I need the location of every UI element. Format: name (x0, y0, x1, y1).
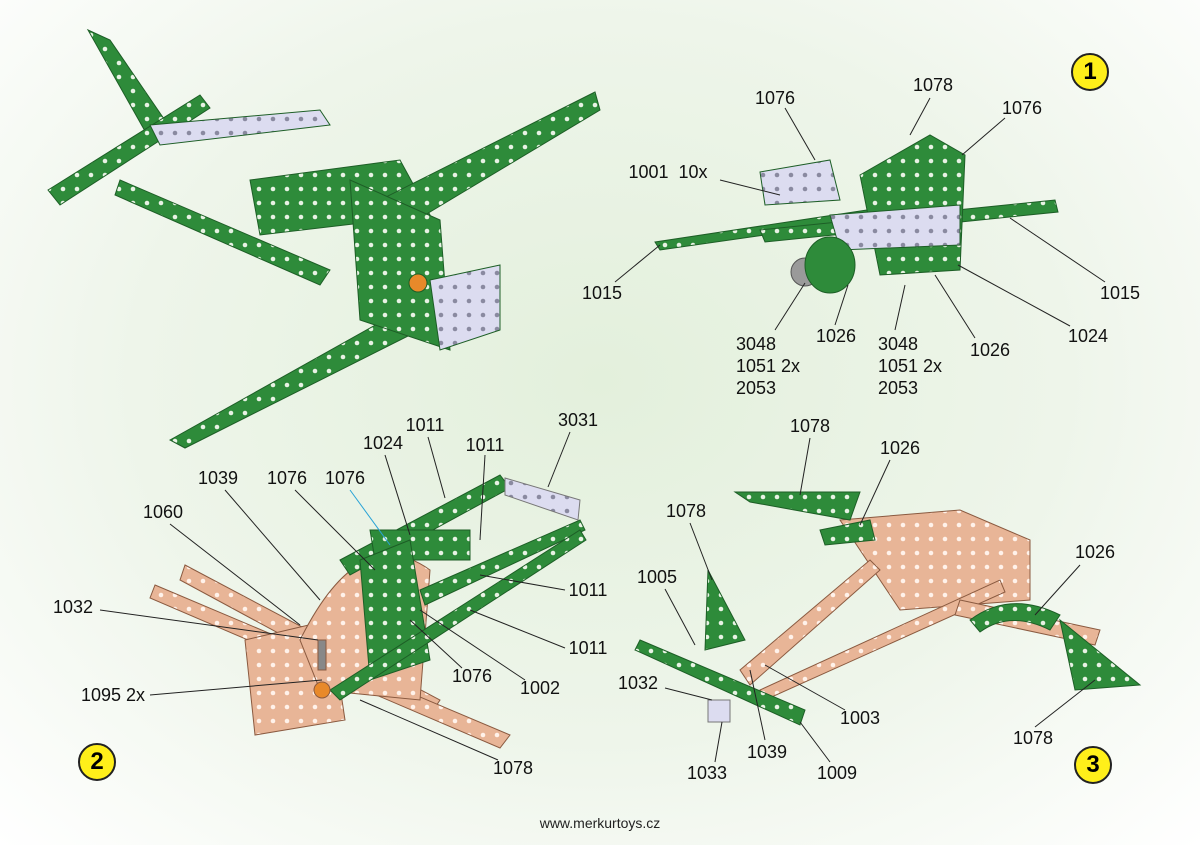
part-label: 1039 (746, 742, 788, 762)
part-label: 1009 (816, 763, 858, 783)
part-label: 3031 (557, 410, 599, 430)
part-label: 1011 (568, 580, 608, 600)
part-label: 1001 10x (628, 162, 708, 182)
part-label: 1076 (451, 666, 493, 686)
part-label: 1026 (815, 326, 857, 346)
part-label: 1011 (405, 415, 445, 435)
part-label: 1003 (839, 708, 881, 728)
part-label: 1026 (969, 340, 1011, 360)
part-label: 3048 1051 2x 2053 (735, 334, 801, 398)
step1-model (654, 134, 1059, 294)
completed-plane-model (47, 28, 601, 449)
part-label: 1078 (492, 758, 534, 778)
part-label: 1076 (754, 88, 796, 108)
leader-lines (99, 97, 1106, 763)
step-badge-3: 3 (1074, 746, 1112, 784)
part-label: 1032 (617, 673, 659, 693)
part-label: 1039 (197, 468, 239, 488)
part-label: 1002 (519, 678, 561, 698)
part-label: 1024 (362, 433, 404, 453)
step3-model (634, 491, 1142, 726)
part-label: 1033 (686, 763, 728, 783)
step-badge-2: 2 (78, 743, 116, 781)
part-label: 1011 (465, 435, 505, 455)
part-label: 1076 (324, 468, 366, 488)
part-label: 1078 (1012, 728, 1054, 748)
part-label: 1078 (665, 501, 707, 521)
part-label: 1032 (52, 597, 94, 617)
part-label: 1015 (581, 283, 623, 303)
part-label: 3048 1051 2x 2053 (877, 334, 943, 398)
step2-model (149, 474, 587, 749)
part-label: 1078 (789, 416, 831, 436)
part-label: 1095 2x (80, 685, 146, 705)
part-label: 1026 (1074, 542, 1116, 562)
website-footer[interactable]: www.merkurtoys.cz (539, 815, 661, 831)
part-label: 1011 (568, 638, 608, 658)
part-label: 1026 (879, 438, 921, 458)
part-label: 1015 (1099, 283, 1141, 303)
part-label: 1076 (266, 468, 308, 488)
part-label: 1005 (636, 567, 678, 587)
step-badge-1: 1 (1071, 53, 1109, 91)
part-label: 1076 (1001, 98, 1043, 118)
part-label: 1060 (142, 502, 184, 522)
part-label: 1024 (1067, 326, 1109, 346)
part-label: 1078 (912, 75, 954, 95)
